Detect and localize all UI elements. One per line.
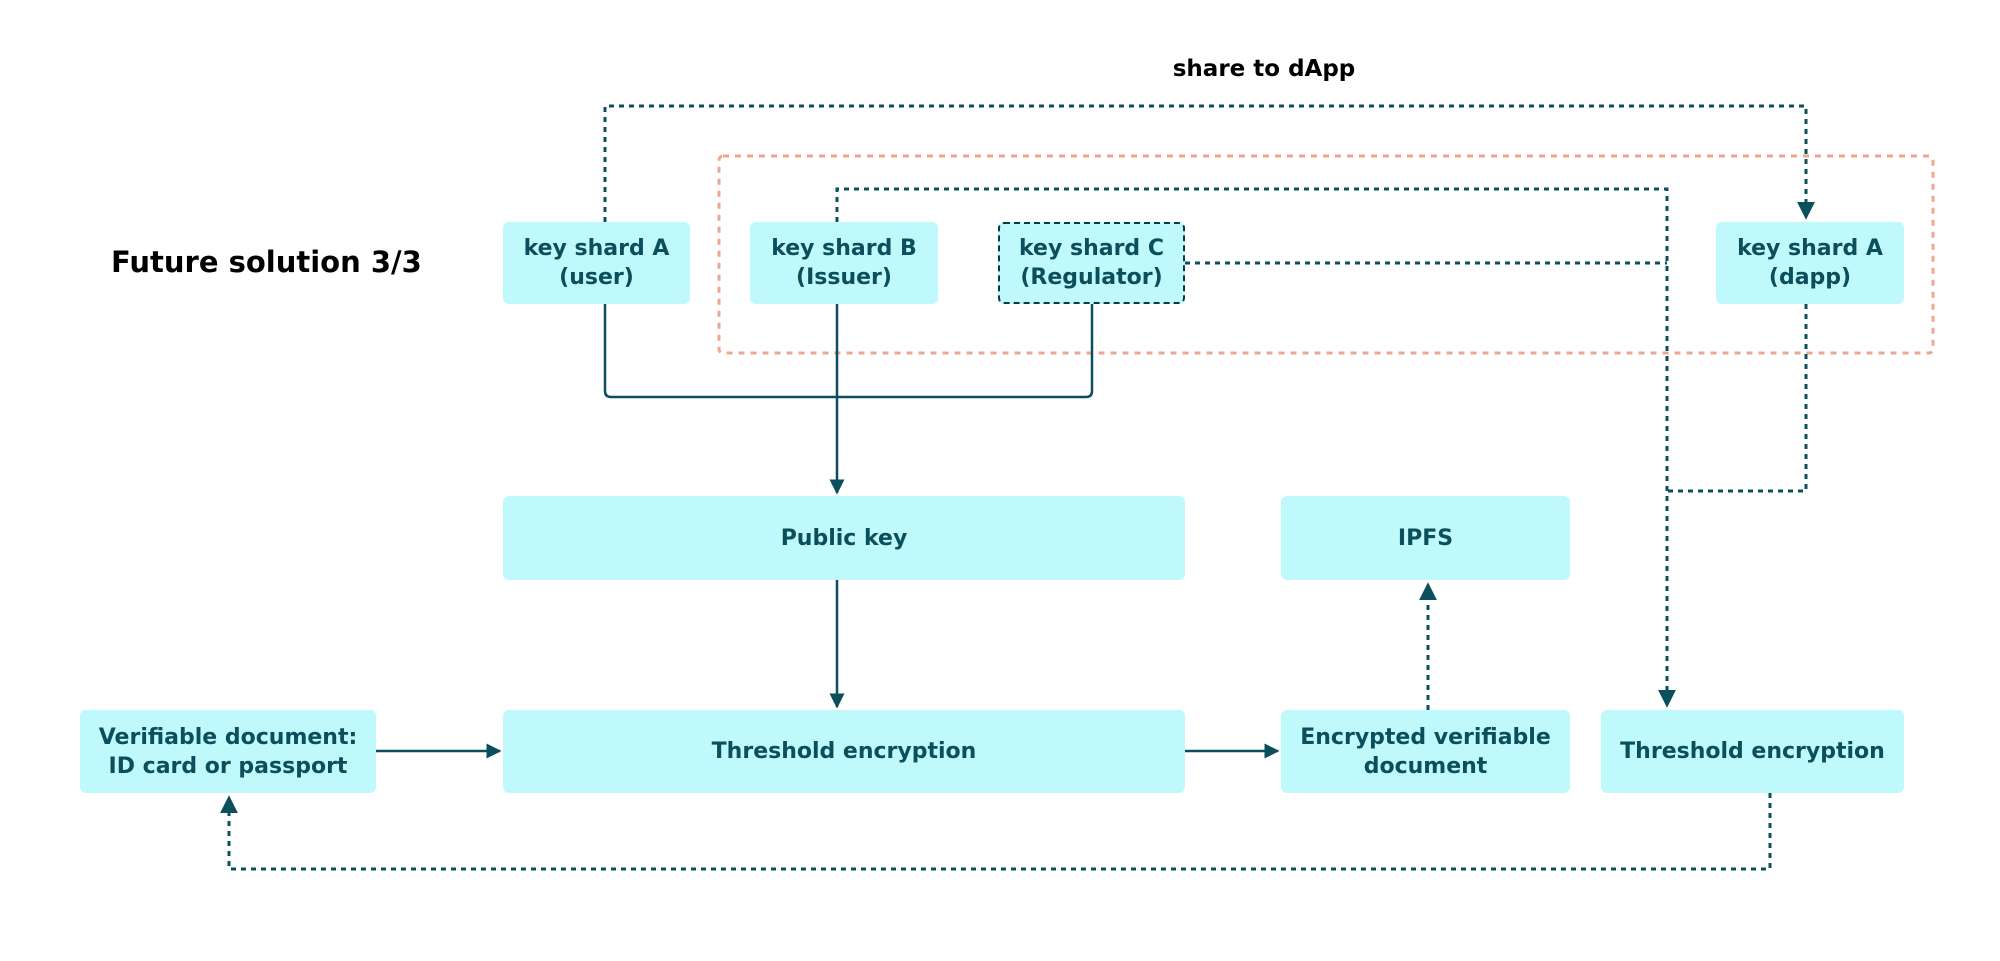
key-shard-group-boundary <box>717 154 1935 355</box>
public-key-node: Public key <box>503 496 1185 580</box>
verifiable-document-node: Verifiable document:ID card or passport <box>80 710 376 793</box>
dapp-connector <box>1667 304 1808 493</box>
share-to-dapp-label: share to dApp <box>1172 56 1356 82</box>
page-title: Future solution 3/3 <box>111 245 422 279</box>
threshold-encryption-node: Threshold encryption <box>503 710 1185 793</box>
key-shard-c-regulator-node: key shard C(Regulator) <box>998 222 1185 304</box>
decrypt-to-document-connector <box>220 793 1772 871</box>
share-to-dapp-connector <box>603 104 1815 222</box>
key-shard-a-user-node: key shard A(user) <box>503 222 690 304</box>
key-shard-b-issuer-node: key shard B(Issuer) <box>750 222 938 304</box>
shards-merge-connector <box>603 304 1094 399</box>
key-shard-a-dapp-node: key shard A(dapp) <box>1716 222 1904 304</box>
threshold-encryption-2-node: Threshold encryption <box>1601 710 1904 793</box>
issuer-to-threshold-2-connector <box>835 187 1676 708</box>
ipfs-node: IPFS <box>1281 496 1570 580</box>
